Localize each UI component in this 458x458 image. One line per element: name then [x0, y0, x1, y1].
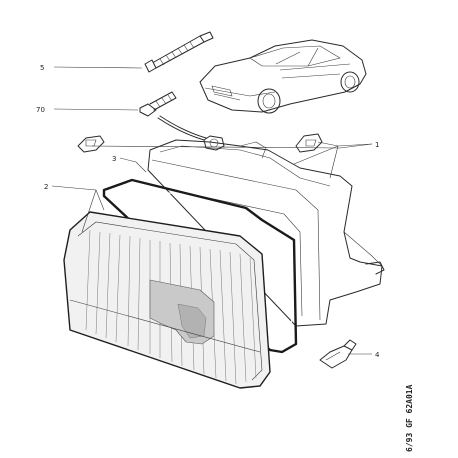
- callout-4: 4: [375, 351, 380, 359]
- diagram-reference-code: 6/93 GF 62A01A: [405, 384, 414, 452]
- callout-2: 2: [44, 183, 48, 191]
- callout-70: 70: [36, 106, 45, 114]
- retaining-clip-left: [77, 135, 105, 153]
- headlamp-housing: [147, 135, 385, 327]
- callout-1: 1: [375, 141, 379, 149]
- callout-leader-lines: [51, 66, 373, 355]
- mounting-bolt: [139, 91, 177, 117]
- car-illustration: [199, 39, 367, 114]
- headlamp-bulb: [319, 339, 357, 369]
- retaining-clip-right: [295, 133, 323, 153]
- adjuster-screw: [144, 31, 214, 73]
- headlamp-lens: [63, 211, 271, 389]
- adjuster-cable: [157, 117, 205, 141]
- callout-3: 3: [112, 155, 116, 163]
- callout-5: 5: [40, 64, 44, 72]
